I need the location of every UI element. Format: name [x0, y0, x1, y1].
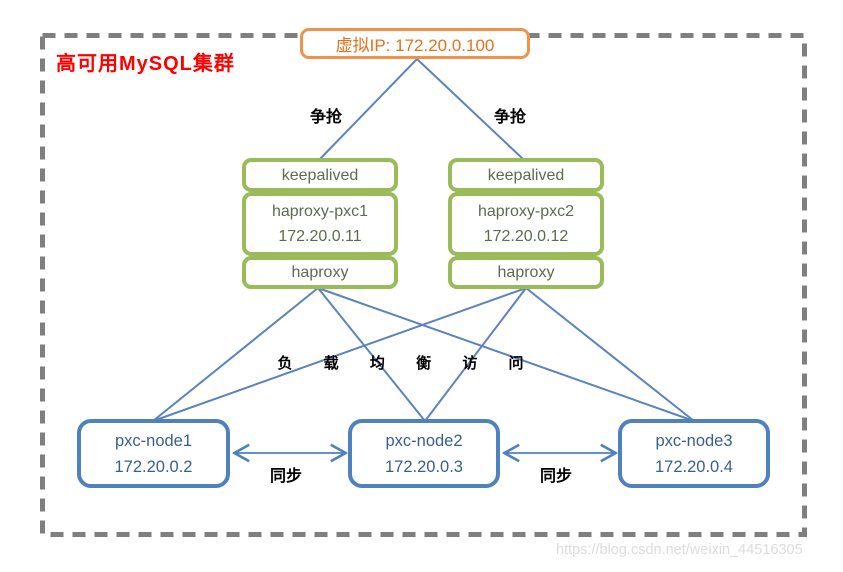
haproxy-service-box-2: haproxy [448, 256, 604, 289]
lb-line-2 [317, 287, 426, 422]
keepalived-label-1: keepalived [281, 166, 359, 184]
sync-label-2: 同步 [540, 466, 573, 485]
lb-line-5 [424, 287, 527, 422]
keepalived-box-2: keepalived [448, 158, 604, 192]
load-balance-label: 负 载 均 衡 访 问 [277, 354, 537, 372]
lb-line-1 [152, 287, 319, 422]
contend-label-right: 争抢 [494, 107, 527, 126]
haproxy-host-name-2: haproxy-pxc2 [477, 203, 575, 220]
keepalived-label-2: keepalived [487, 166, 565, 184]
diagram-title: 高可用MySQL集群 [56, 53, 235, 75]
lb-line-4 [152, 287, 527, 422]
keepalived-box-1: keepalived [242, 158, 398, 192]
haproxy-host-box-1: haproxy-pxc1 172.20.0.11 [242, 192, 398, 256]
virtual-ip-label: 虚拟IP: 172.20.0.100 [335, 36, 495, 55]
pxc-node-ip-1: 172.20.0.2 [114, 457, 193, 476]
sync-label-1: 同步 [270, 466, 303, 485]
pxc-node-box-3: pxc-node3 172.20.0.4 [618, 419, 770, 488]
contend-label-left: 争抢 [310, 107, 343, 126]
haproxy-service-label-1: haproxy [291, 264, 349, 281]
virtual-ip-box: 虚拟IP: 172.20.0.100 [300, 28, 530, 59]
haproxy-host-box-2: haproxy-pxc2 172.20.0.12 [448, 192, 604, 256]
vip-line-left [319, 58, 418, 160]
pxc-node-box-1: pxc-node1 172.20.0.2 [77, 419, 230, 488]
haproxy-host-ip-2: 172.20.0.12 [483, 228, 569, 245]
vip-line-right [416, 58, 524, 160]
pxc-node-name-3: pxc-node3 [655, 431, 733, 450]
lb-line-6 [525, 287, 695, 422]
pxc-node-ip-2: 172.20.0.3 [385, 457, 463, 476]
pxc-node-ip-3: 172.20.0.4 [655, 457, 733, 476]
haproxy-service-label-2: haproxy [497, 264, 555, 281]
haproxy-host-name-1: haproxy-pxc1 [271, 203, 369, 220]
lb-line-3 [317, 287, 695, 422]
pxc-node-name-2: pxc-node2 [385, 431, 463, 450]
haproxy-host-ip-1: 172.20.0.11 [278, 228, 362, 245]
pxc-node-name-1: pxc-node1 [114, 431, 193, 450]
watermark-text: https://blog.csdn.net/weixin_44516305 [556, 542, 803, 558]
pxc-node-box-2: pxc-node2 172.20.0.3 [348, 419, 500, 488]
haproxy-service-box-1: haproxy [242, 256, 398, 289]
